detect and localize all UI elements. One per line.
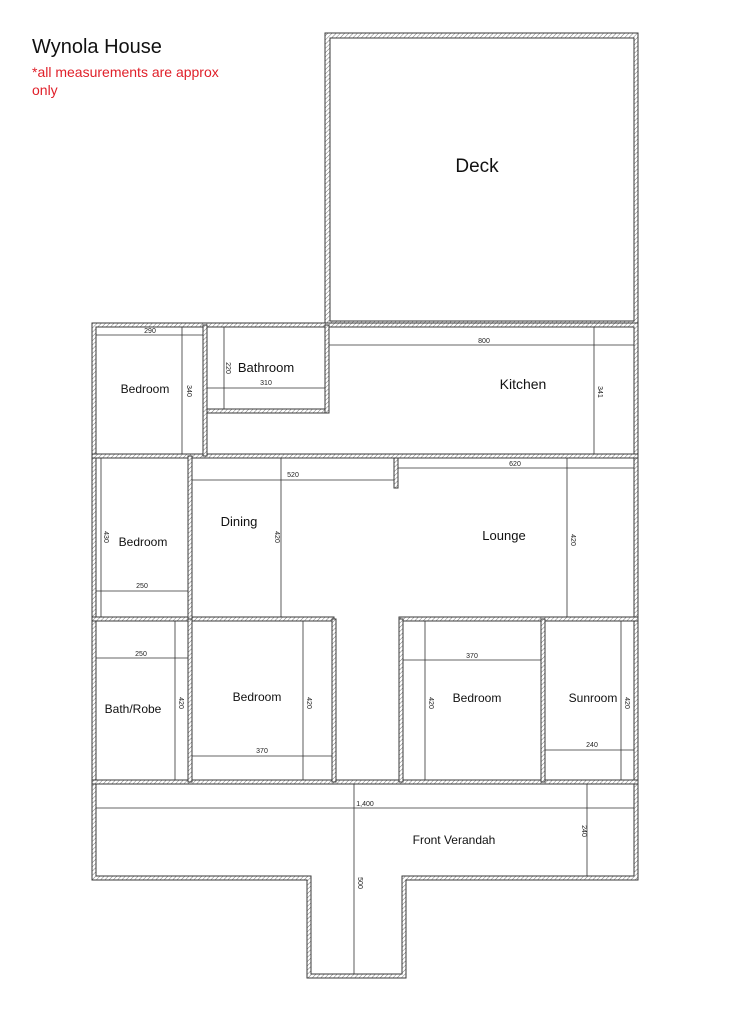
dim-bedroom-sw-height: 420 [305,697,312,709]
wall-v-bedroom-s-left [398,618,404,783]
dim-bedroom-w-height: 430 [102,531,109,543]
room-label-bedroom-sw: Bedroom [233,690,282,704]
dim-verandah-height: 240 [580,825,587,837]
dim-verandah-width: 1,400 [356,801,374,808]
wall-h-verandah [91,779,639,785]
dim-bedroom-s-width: 370 [466,653,478,660]
wall-v-sunroom [540,618,546,783]
measurement-note: *all measurements are approx only [32,64,219,98]
dim-bedroom-w-width: 250 [136,583,148,590]
dim-kitchen-width: 800 [478,338,490,345]
wall-h-row2-left [91,616,335,622]
room-labels: Deck Bedroom Bathroom Kitchen Bedroom Di… [105,156,618,847]
room-label-bedroom-s: Bedroom [453,691,502,705]
wall-h-row2-right [398,616,639,622]
wall-v-bathrobe [187,618,193,783]
deck-wall [324,32,639,326]
room-label-sunroom: Sunroom [569,691,618,705]
room-label-deck: Deck [455,156,499,177]
dim-bathrobe-width: 250 [135,651,147,658]
walls [91,32,639,979]
wall-v-bathroom [324,324,330,414]
dim-bathrobe-height: 420 [177,697,184,709]
plan-title: Wynola House [32,36,162,58]
wall-h-bathroom [204,408,330,414]
wall-v-bedroom-w [187,455,193,620]
wall-v-dining-lounge [393,457,399,489]
wall-v-bedroom-sw-right [331,618,337,783]
dim-bedroom-nw-height: 340 [185,385,192,397]
dim-bathroom-width: 310 [260,380,272,387]
dim-lounge-height: 420 [569,534,576,546]
dim-kitchen-height: 341 [596,386,603,398]
room-label-dining: Dining [221,514,258,529]
dim-bedroom-nw-width: 290 [144,328,156,335]
dimension-labels: 290 340 220 310 800 341 520 420 620 420 … [102,328,630,889]
room-label-kitchen: Kitchen [500,376,547,392]
dim-bedroom-sw-width: 370 [256,748,268,755]
dimension-lines [96,327,634,974]
wall-v-bedroom-nw [202,324,208,457]
dim-dining-width: 520 [287,472,299,479]
dim-bathroom-height: 220 [224,362,231,374]
wall-h-row1 [91,453,639,459]
dim-sunroom-width: 240 [586,742,598,749]
house-outer-wall [91,322,639,979]
room-label-lounge: Lounge [482,528,525,543]
room-label-bedroom-w: Bedroom [119,535,168,549]
room-label-bedroom-nw: Bedroom [121,382,170,396]
room-label-bathrobe: Bath/Robe [105,702,162,716]
dim-lounge-width: 620 [509,461,521,468]
dim-dining-height: 420 [273,531,280,543]
room-label-bathroom: Bathroom [238,360,294,375]
dim-bedroom-s-height: 420 [427,697,434,709]
dim-sunroom-height: 420 [623,697,630,709]
room-label-front-verandah: Front Verandah [413,833,496,847]
dim-steps-length: 500 [356,877,363,889]
